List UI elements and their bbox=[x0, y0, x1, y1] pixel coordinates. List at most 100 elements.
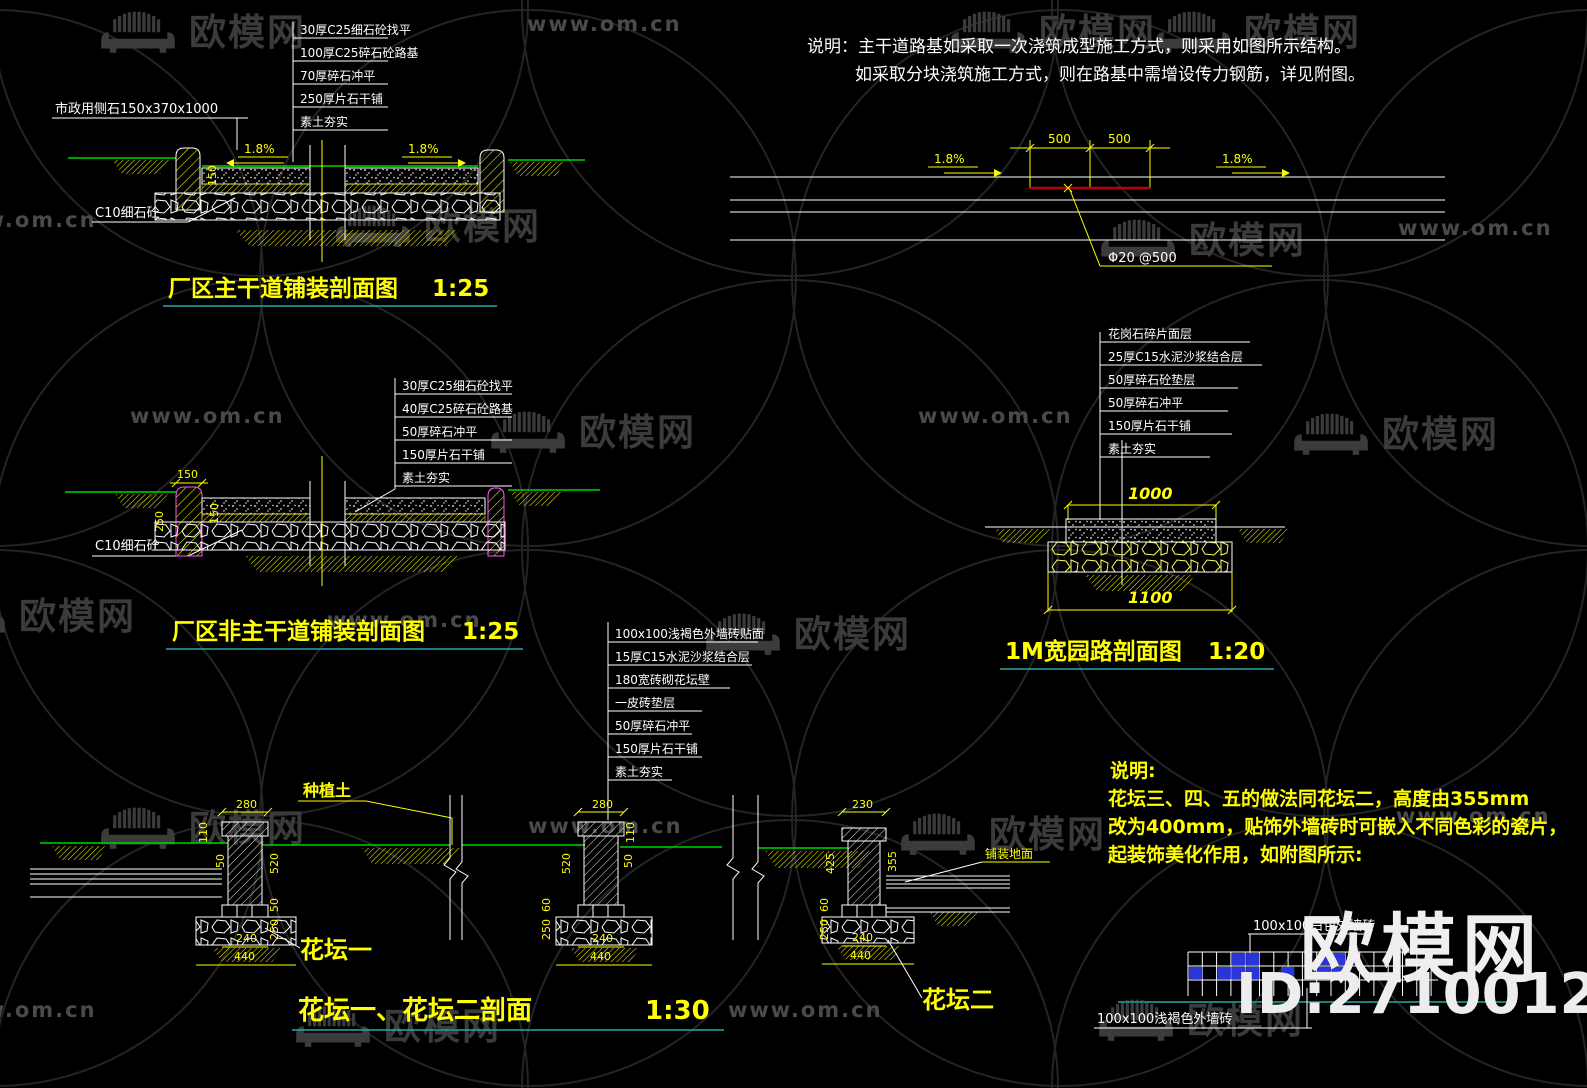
url-watermark: www.om.cn bbox=[527, 12, 682, 36]
drawing-secondary-road: 30厚C25细石砼找平 40厚C25碎石砼路基 50厚碎石冲平 150厚片石干铺… bbox=[65, 378, 600, 650]
layer-label: 150厚片石干铺 bbox=[1108, 419, 1191, 433]
beds-leader-lines bbox=[607, 622, 758, 820]
brand-watermark-text: 欧模网 bbox=[189, 11, 306, 54]
layer-label: 15厚C15水泥沙浆结合层 bbox=[615, 649, 750, 664]
drawing-main-road: 30厚C25细石砼找平 100厚C25碎石砼路基 70厚碎石冲平 250厚片石干… bbox=[52, 22, 585, 307]
layer-label: 180宽砖砌花坛壁 bbox=[615, 672, 710, 687]
layer-label: 花岗石碎片面层 bbox=[1108, 326, 1192, 341]
dim: 230 bbox=[852, 798, 873, 811]
url-watermark: www.om.cn bbox=[728, 998, 883, 1022]
layer-label: 30厚C25细石砼找平 bbox=[300, 23, 411, 37]
slope-left: 1.8% bbox=[226, 142, 288, 167]
svg-text:1.8%: 1.8% bbox=[244, 142, 275, 156]
base-concrete-label: C10细石砼 bbox=[95, 206, 160, 221]
brand-watermark: 欧模网 bbox=[700, 604, 911, 658]
layer-label: 50厚碎石砼垫层 bbox=[1108, 372, 1195, 387]
note-beds-line4: 起装饰美化作用，如附图所示: bbox=[1108, 844, 1363, 866]
layer-label: 150厚片石干铺 bbox=[615, 742, 698, 756]
dim-1100: 1100 bbox=[1128, 588, 1173, 607]
drawing-title: 1M宽园路剖面图 bbox=[1005, 638, 1182, 665]
dim: 110 bbox=[624, 822, 637, 843]
dim: 280 bbox=[236, 798, 257, 811]
layer-label: 70厚碎石冲平 bbox=[300, 68, 375, 83]
tile-white-label: 100x100白色外墙砖 bbox=[1253, 918, 1375, 934]
dim: 440 bbox=[590, 950, 611, 963]
dim: 240 bbox=[236, 932, 257, 945]
svg-text:1.8%: 1.8% bbox=[934, 152, 965, 166]
garden-path-section: 1000 1100 bbox=[985, 440, 1290, 615]
svg-text:1.8%: 1.8% bbox=[408, 142, 439, 156]
dim-top: 150 bbox=[177, 468, 198, 481]
dim: 50 bbox=[214, 854, 227, 868]
brand-watermark: 欧模网 bbox=[1288, 404, 1499, 458]
site-logo: 欧模网 bbox=[1300, 905, 1544, 993]
layer-label: 100x100浅褐色外墙砖贴面 bbox=[615, 626, 764, 641]
dim-1000: 1000 bbox=[1128, 484, 1173, 503]
note-beds-line1: 说明: bbox=[1110, 760, 1156, 782]
secondary-road-section: 150 250 150 bbox=[65, 456, 600, 586]
dim: 425 bbox=[824, 853, 837, 874]
note-main-line2: 如采取分块浇筑施工方式，则在路基中需增设传力钢筋，详见附图。 bbox=[855, 65, 1365, 85]
drawing-title: 花坛一、花坛二剖面 bbox=[298, 995, 532, 1026]
dim: 250 bbox=[268, 919, 281, 940]
dim: 440 bbox=[234, 950, 255, 963]
brand-watermark: 欧模网 bbox=[485, 402, 696, 456]
slope-right: 1.8% bbox=[1216, 152, 1290, 177]
drawing-title: 厂区主干道铺装剖面图 bbox=[168, 275, 398, 302]
planting-soil-label: 种植土 bbox=[302, 781, 351, 800]
brand-watermark: 欧模网 bbox=[1150, 2, 1361, 56]
url-watermark: www.om.cn bbox=[130, 404, 285, 428]
dim: 60 bbox=[818, 898, 831, 912]
dim: 440 bbox=[850, 949, 871, 962]
layer-label: 30厚C25细石砼找平 bbox=[402, 379, 513, 393]
tile-brown-label: 100x100浅褐色外墙砖 bbox=[1097, 1011, 1232, 1027]
dim: 280 bbox=[592, 798, 613, 811]
layer-label: 一皮砖垫层 bbox=[615, 695, 675, 710]
dim: 355 bbox=[886, 851, 899, 872]
bed1-label: 花坛一 bbox=[300, 936, 372, 964]
url-watermark: www.om.cn bbox=[327, 608, 482, 632]
brand-watermark: 欧模网 bbox=[1093, 990, 1304, 1044]
drawing-title: 厂区非主干道铺装剖面图 bbox=[172, 618, 425, 645]
dim: 50 bbox=[622, 854, 635, 868]
url-watermark: www.om.cn bbox=[1398, 216, 1553, 240]
note-main-line1: 说明：主干道路基如采取一次浇筑成型施工方式，则采用如图所示结构。 bbox=[807, 37, 1351, 57]
layer-label: 150厚片石干铺 bbox=[402, 448, 485, 462]
base-concrete-label: C10细石砼 bbox=[95, 539, 160, 554]
dim-kerb: 150 bbox=[206, 165, 219, 186]
dim-500-group bbox=[1010, 140, 1170, 188]
secondary-leader-lines bbox=[92, 378, 512, 557]
layer-label: 素土夯实 bbox=[300, 114, 348, 129]
main-road-section: 150 1.8% 1.8% bbox=[68, 140, 585, 262]
layer-label: 素土夯实 bbox=[615, 764, 663, 779]
layer-label: 40厚C25碎石砼路基 bbox=[402, 401, 513, 416]
layer-label: 素土夯实 bbox=[402, 470, 450, 485]
slope-right: 1.8% bbox=[402, 142, 466, 167]
dim: 250 bbox=[818, 919, 831, 940]
tile-detail: 100x100白色外墙砖 100x100浅褐色外墙砖 bbox=[1094, 918, 1512, 1029]
brand-watermark: 欧模网 bbox=[95, 2, 306, 56]
drawing-flower-beds: 100x100浅褐色外墙砖贴面 15厚C15水泥沙浆结合层 180宽砖砌花坛壁 … bbox=[30, 622, 1050, 1031]
url-watermark: www.om.cn bbox=[1396, 804, 1551, 828]
dim: 520 bbox=[268, 853, 281, 874]
dim-500-right: 500 bbox=[1108, 132, 1131, 146]
dim: 520 bbox=[560, 853, 573, 874]
drawing-rebar-section: 1.8% 1.8% 500 500 Φ20 @500 bbox=[730, 132, 1445, 267]
layer-label: 50厚碎石冲平 bbox=[402, 424, 477, 439]
svg-text:1.8%: 1.8% bbox=[1222, 152, 1253, 166]
brand-watermark: 欧模网 bbox=[895, 804, 1106, 858]
dim: 250 bbox=[540, 919, 553, 940]
drawing-scale: 1:25 bbox=[462, 619, 519, 645]
brand-watermark: 欧模网 bbox=[0, 586, 136, 640]
pavement-label: 铺装地面 bbox=[985, 847, 1033, 861]
drawing-garden-path: 花岗石碎片面层 25厚C15水泥沙浆结合层 50厚碎石砼垫层 50厚碎石冲平 1… bbox=[985, 326, 1290, 670]
brand-watermark: 欧模网 bbox=[945, 2, 1156, 56]
drawing-scale: 1:20 bbox=[1208, 639, 1265, 665]
dim-500-left: 500 bbox=[1048, 132, 1071, 146]
rebar-label: Φ20 @500 bbox=[1108, 251, 1177, 266]
drawing-scale: 1:25 bbox=[432, 276, 489, 302]
bed2-label: 花坛二 bbox=[922, 986, 994, 1014]
brand-watermark: 欧模网 bbox=[290, 996, 501, 1050]
